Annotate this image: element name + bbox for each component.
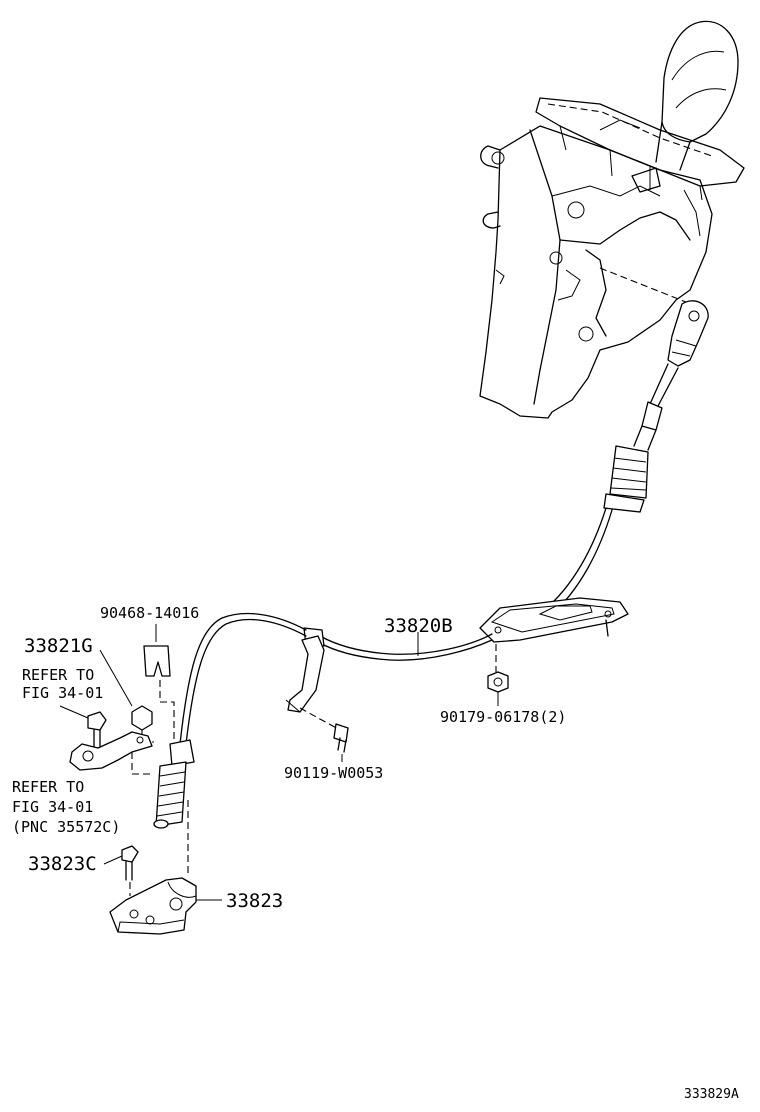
label-90468-14016: 90468-14016 — [100, 604, 199, 622]
bracket-90119 — [285, 635, 349, 762]
label-pnc-35572c: (PNC 35572C) — [12, 818, 120, 836]
label-90119-w0053: 90119-W0053 — [284, 764, 383, 782]
cable-33820b — [179, 300, 709, 745]
label-33823c: 33823C — [28, 853, 97, 875]
label-33820b: 33820B — [384, 615, 453, 637]
cable-end-bellows — [153, 739, 195, 876]
figure-id: 333829A — [684, 1087, 739, 1102]
label-90179-06178: 90179-06178(2) — [440, 708, 566, 726]
bolt-refer-34-01 — [59, 705, 107, 756]
shift-lever-assembly — [479, 20, 745, 419]
label-fig-34-01-2: FIG 34-01 — [12, 798, 93, 816]
label-33823: 33823 — [226, 890, 283, 912]
label-33821g: 33821G — [24, 635, 93, 657]
bracket-33823 — [109, 877, 222, 935]
label-refer-to-1: REFER TO — [22, 666, 94, 684]
label-fig-34-01-1: FIG 34-01 — [22, 684, 103, 702]
label-refer-to-2: REFER TO — [12, 778, 84, 796]
bolt-33823c — [103, 845, 139, 896]
clip-90468 — [143, 624, 175, 744]
nut-90179 — [487, 644, 509, 706]
bracket-refer-34-01 — [69, 731, 153, 775]
